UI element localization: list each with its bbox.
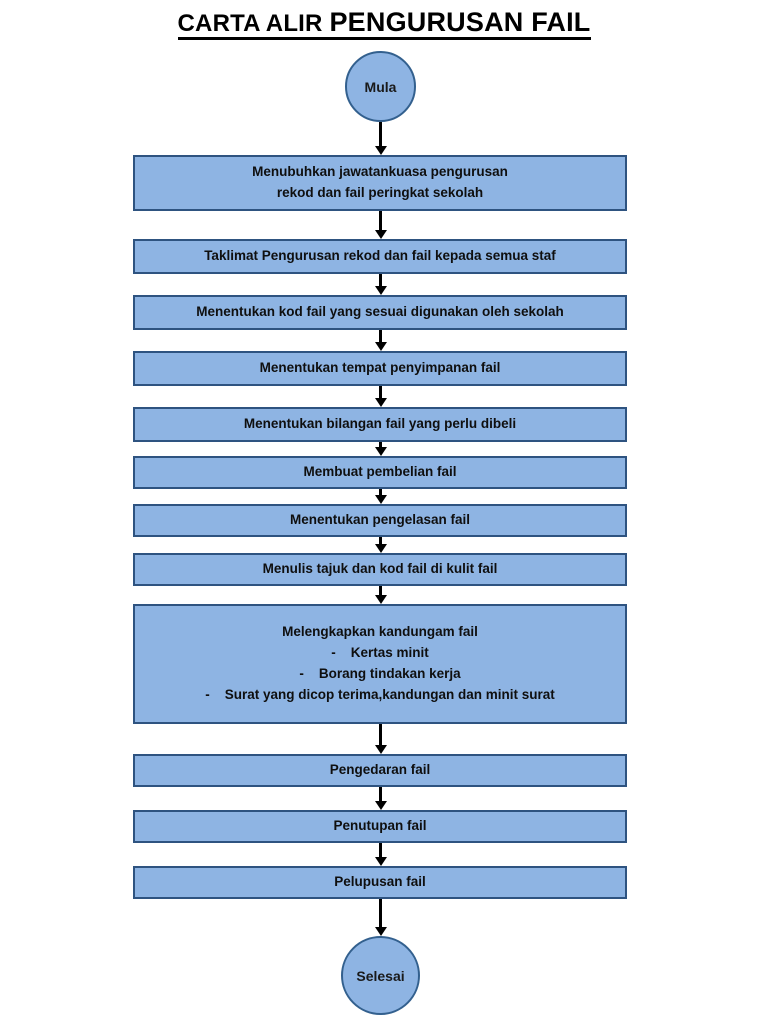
connector-shaft	[379, 899, 382, 928]
process-text-block: Pengedaran fail	[135, 760, 625, 781]
connector-shaft	[379, 386, 382, 399]
process-text-block: Melengkapkan kandungam fail - Kertas mini…	[135, 622, 625, 706]
flow-connector-arrow-13	[375, 899, 387, 936]
connector-arrowhead-icon	[375, 801, 387, 810]
flowchart-process-step-5[interactable]: Menentukan bilangan fail yang perlu dibe…	[133, 407, 627, 442]
flowchart-process-step-11[interactable]: Penutupan fail	[133, 810, 627, 843]
process-text-block: Penutupan fail	[135, 816, 625, 837]
connector-shaft	[379, 122, 382, 147]
process-text-block: Menubuhkan jawatankuasa pengurusan rekod …	[135, 162, 625, 204]
flowchart-process-step-4[interactable]: Menentukan tempat penyimpanan fail	[133, 351, 627, 386]
flowchart-process-step-3[interactable]: Menentukan kod fail yang sesuai digunaka…	[133, 295, 627, 330]
flow-connector-arrow-1	[375, 122, 387, 155]
flow-connector-arrow-5	[375, 386, 387, 407]
process-text-line: rekod dan fail peringkat sekolah	[276, 185, 484, 200]
process-text-line: Pelupusan fail	[334, 874, 426, 890]
flowchart-process-step-2[interactable]: Taklimat Pengurusan rekod dan fail kepad…	[133, 239, 627, 274]
connector-shaft	[379, 843, 382, 858]
flowchart-process-step-12[interactable]: Pelupusan fail	[133, 866, 627, 899]
process-text-block: Menentukan pengelasan fail	[135, 510, 625, 531]
process-text-line: Taklimat Pengurusan rekod dan fail kepad…	[204, 248, 556, 264]
flowchart-process-step-10[interactable]: Pengedaran fail	[133, 754, 627, 787]
connector-shaft	[379, 724, 382, 746]
flow-connector-arrow-10	[375, 724, 387, 754]
flowchart-process-step-1[interactable]: Menubuhkan jawatankuasa pengurusan rekod …	[133, 155, 627, 211]
flowchart-process-step-7[interactable]: Menentukan pengelasan fail	[133, 504, 627, 537]
flow-connector-arrow-4	[375, 330, 387, 351]
process-text-block: Pelupusan fail	[135, 872, 625, 893]
connector-arrowhead-icon	[375, 495, 387, 504]
flow-connector-arrow-12	[375, 843, 387, 866]
process-text-line: Menentukan bilangan fail yang perlu dibe…	[243, 416, 517, 432]
connector-arrowhead-icon	[375, 857, 387, 866]
process-text-line: Menentukan pengelasan fail	[289, 512, 471, 528]
connector-arrowhead-icon	[375, 595, 387, 604]
flowchart-process-step-9[interactable]: Melengkapkan kandungam fail - Kertas mini…	[133, 604, 627, 724]
connector-shaft	[379, 442, 382, 448]
flowchart-start-node[interactable]: Mula	[345, 51, 416, 122]
connector-arrowhead-icon	[375, 927, 387, 936]
flowchart-end-label: Selesai	[356, 967, 405, 984]
connector-arrowhead-icon	[375, 342, 387, 351]
page-title-underline: CARTA ALIR PENGURUSAN FAIL	[177, 7, 591, 41]
connector-arrowhead-icon	[375, 544, 387, 553]
connector-arrowhead-icon	[375, 398, 387, 407]
connector-arrowhead-icon	[375, 447, 387, 456]
connector-shaft	[379, 211, 382, 231]
process-text-line: - Kertas minit	[331, 645, 429, 661]
connector-shaft	[379, 586, 382, 596]
connector-arrowhead-icon	[375, 146, 387, 155]
flowchart-process-step-6[interactable]: Membuat pembelian fail	[133, 456, 627, 489]
flow-connector-arrow-8	[375, 537, 387, 553]
page-title-secondary: PENGURUSAN FAIL	[329, 7, 591, 37]
connector-shaft	[379, 330, 382, 343]
connector-shaft	[379, 537, 382, 545]
flow-connector-arrow-3	[375, 274, 387, 295]
flow-connector-arrow-11	[375, 787, 387, 810]
process-text-line: Menentukan tempat penyimpanan fail	[259, 360, 501, 376]
connector-shaft	[379, 489, 382, 496]
page-title-primary: CARTA ALIR	[177, 10, 330, 37]
process-text-line: Penutupan fail	[333, 818, 427, 834]
flowchart-end-node[interactable]: Selesai	[341, 936, 420, 1015]
process-text-block: Membuat pembelian fail	[135, 462, 625, 483]
process-text-line: Menentukan kod fail yang sesuai digunaka…	[196, 304, 564, 320]
process-text-block: Menentukan tempat penyimpanan fail	[135, 358, 625, 379]
flow-connector-arrow-9	[375, 586, 387, 604]
flowchart-start-label: Mula	[364, 78, 397, 95]
connector-arrowhead-icon	[375, 286, 387, 295]
process-text-block: Menentukan kod fail yang sesuai digunaka…	[135, 302, 625, 323]
process-text-block: Taklimat Pengurusan rekod dan fail kepad…	[135, 246, 625, 267]
connector-shaft	[379, 274, 382, 287]
flow-connector-arrow-2	[375, 211, 387, 239]
process-text-line: Menulis tajuk dan kod fail di kulit fail	[262, 561, 498, 577]
process-text-line: Menubuhkan jawatankuasa pengurusan	[252, 164, 508, 180]
connector-shaft	[379, 787, 382, 802]
process-text-block: Menentukan bilangan fail yang perlu dibe…	[135, 414, 625, 435]
page-title: CARTA ALIR PENGURUSAN FAIL	[0, 7, 768, 41]
process-text-line: Melengkapkan kandungam fail	[282, 624, 478, 640]
flow-connector-arrow-7	[375, 489, 387, 504]
connector-arrowhead-icon	[375, 745, 387, 754]
process-text-line: - Borang tindakan kerja	[299, 666, 461, 681]
process-text-line: - Surat yang dicop terima,kandungan dan …	[205, 686, 555, 702]
process-text-line: Pengedaran fail	[329, 762, 431, 778]
flow-connector-arrow-6	[375, 442, 387, 456]
flowchart-process-step-8[interactable]: Menulis tajuk dan kod fail di kulit fail	[133, 553, 627, 586]
process-text-line: Membuat pembelian fail	[303, 464, 457, 480]
connector-arrowhead-icon	[375, 230, 387, 239]
process-text-block: Menulis tajuk dan kod fail di kulit fail	[135, 559, 625, 580]
